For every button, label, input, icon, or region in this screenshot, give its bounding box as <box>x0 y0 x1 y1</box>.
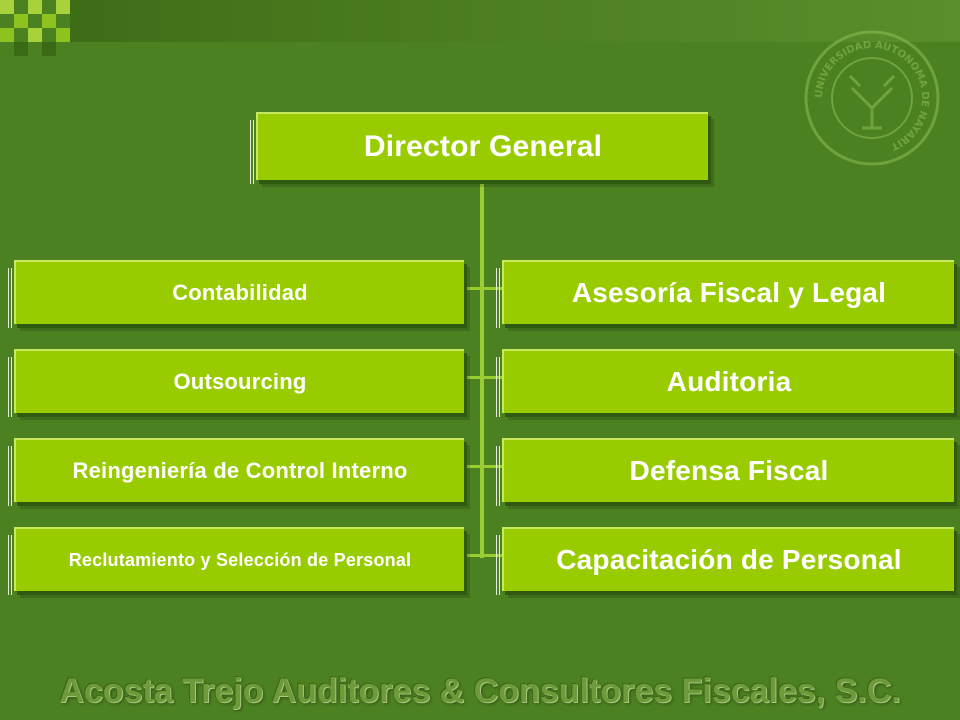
unit-label: Auditoria <box>666 366 792 397</box>
unit-label: Reingeniería de Control Interno <box>72 458 408 483</box>
company-name-footer: Acosta Trejo Auditores & Consultores Fis… <box>59 672 901 710</box>
unit-box-auditoria: Auditoria <box>496 349 954 417</box>
decor-square <box>28 28 42 42</box>
connector-branch <box>462 554 502 557</box>
unit-label: Capacitación de Personal <box>556 544 902 575</box>
director-general-label: Director General <box>363 130 603 163</box>
unit-box-asesoria: Asesoría Fiscal y Legal <box>496 260 954 328</box>
decor-square <box>42 42 56 56</box>
decor-square <box>28 0 42 14</box>
unit-label: Asesoría Fiscal y Legal <box>571 277 887 308</box>
decor-square <box>14 14 28 28</box>
unit-box-contabilidad: Contabilidad <box>8 260 464 328</box>
decor-square <box>56 0 70 14</box>
decor-square <box>56 28 70 42</box>
unit-box-capacitacion: Capacitación de Personal <box>496 527 954 595</box>
unit-label: Contabilidad <box>172 280 308 305</box>
unit-label: Reclutamiento y Selección de Personal <box>68 549 412 570</box>
decor-square <box>0 0 14 14</box>
unit-box-reclutamiento: Reclutamiento y Selección de Personal <box>8 527 464 595</box>
decor-square <box>14 42 28 56</box>
director-general-box: Director General <box>250 112 708 184</box>
unit-label: Defensa Fiscal <box>629 455 829 486</box>
unit-label: Outsourcing <box>173 369 307 394</box>
connector-branch <box>462 287 502 290</box>
connector-branch <box>462 465 502 468</box>
unit-box-defensa-fiscal: Defensa Fiscal <box>496 438 954 506</box>
decor-square <box>0 28 14 42</box>
connector-branch <box>462 376 502 379</box>
unit-box-outsourcing: Outsourcing <box>8 349 464 417</box>
university-seal-logo: UNIVERSIDAD AUTONOMA DE NAYARIT <box>804 30 940 166</box>
unit-box-reingenieria: Reingeniería de Control Interno <box>8 438 464 506</box>
connector-trunk <box>480 178 484 558</box>
decor-square <box>42 14 56 28</box>
header-bar <box>70 0 960 42</box>
